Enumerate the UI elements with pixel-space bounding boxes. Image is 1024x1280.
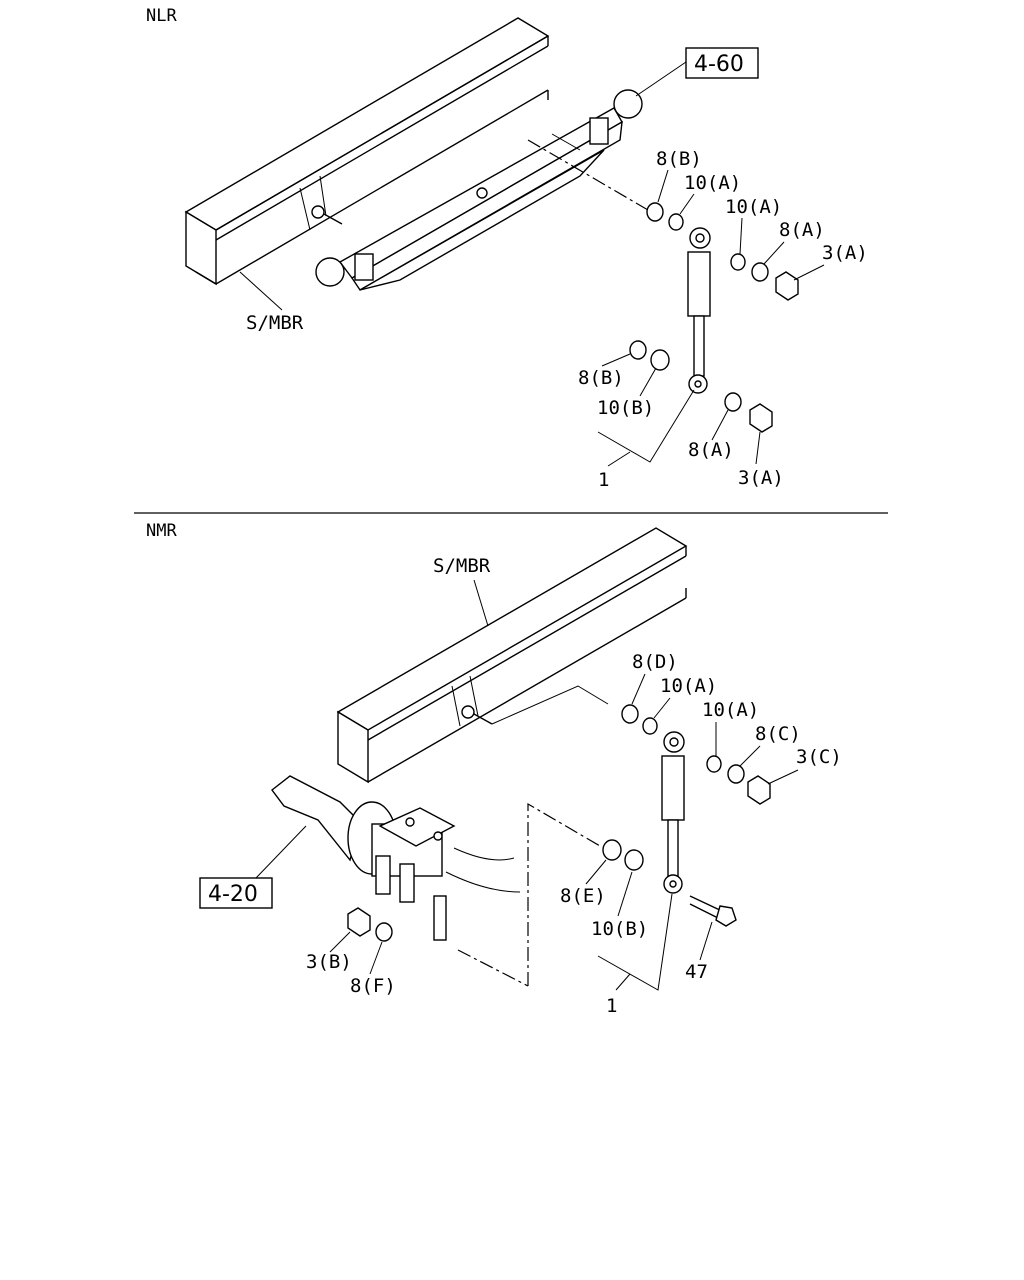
nmr-washer-8d xyxy=(621,704,639,724)
nlr-shock-absorber xyxy=(687,227,711,394)
nlr-washer-8b-upper xyxy=(646,202,664,222)
nmr-shock-absorber xyxy=(661,731,685,894)
nlr-frame-side-member xyxy=(184,17,550,286)
nmr-bushing-10a-inner xyxy=(642,717,658,735)
nlr-assembly-label: 1 xyxy=(598,469,609,491)
nmr-washer-8f xyxy=(375,922,393,942)
nmr-axle-housing xyxy=(271,775,521,941)
nlr-callout: 3(A) xyxy=(738,467,784,489)
nmr-callout: 8(F) xyxy=(350,975,396,997)
nlr-bushing-10a-outer xyxy=(730,253,746,271)
nmr-callout: 8(C) xyxy=(755,723,801,745)
nmr-frame-side-member xyxy=(336,527,688,784)
nmr-bolt-label: 47 xyxy=(685,961,708,983)
nmr-bolt-47 xyxy=(689,895,737,927)
nmr-ref-box xyxy=(199,877,273,909)
nlr-callout: 8(B) xyxy=(656,148,702,170)
nlr-bushing-10b xyxy=(650,349,670,371)
nmr-frame-label: S/MBR xyxy=(433,555,491,577)
nmr-nut-3b xyxy=(347,907,371,937)
nmr-nut-3c xyxy=(747,775,771,805)
nlr-callout: 10(A) xyxy=(684,172,741,194)
nmr-callout: 10(A) xyxy=(702,699,759,721)
nlr-washer-8a-upper xyxy=(751,262,769,282)
nmr-callout: 3(C) xyxy=(796,746,842,768)
nmr-ref-box-label: 4-20 xyxy=(208,882,258,907)
nmr-section: NMR S/MBR xyxy=(146,521,842,1017)
nmr-callout: 10(A) xyxy=(660,675,717,697)
nlr-ref-box xyxy=(685,47,759,79)
nmr-assembly-label: 1 xyxy=(606,995,617,1017)
nmr-callout: 3(B) xyxy=(306,951,352,973)
nlr-frame-label: S/MBR xyxy=(246,312,304,334)
nlr-callout: 8(B) xyxy=(578,367,624,389)
nlr-section-title: NLR xyxy=(146,6,177,26)
nmr-callout: 8(E) xyxy=(560,885,606,907)
nlr-leaf-spring xyxy=(315,89,643,291)
nlr-washer-8a-lower xyxy=(724,392,742,412)
nlr-nut-3a-upper xyxy=(775,271,799,301)
nlr-section: NLR S/MBR xyxy=(146,6,868,491)
nmr-bushing-10a-outer xyxy=(706,755,722,773)
nlr-callout: 8(A) xyxy=(688,439,734,461)
nmr-bushing-10b xyxy=(624,849,644,871)
nmr-callout: 8(D) xyxy=(632,651,678,673)
nlr-washer-8b-lower xyxy=(629,340,647,360)
nmr-washer-8c xyxy=(727,764,745,784)
nlr-callout: 10(A) xyxy=(725,196,782,218)
nmr-section-title: NMR xyxy=(146,521,177,541)
nmr-callout: 10(B) xyxy=(591,918,648,940)
nlr-ref-box-label: 4-60 xyxy=(694,52,744,77)
nmr-washer-8e xyxy=(602,839,622,861)
nlr-nut-3a-lower xyxy=(749,403,773,433)
nlr-callout: 10(B) xyxy=(597,397,654,419)
nlr-callout: 3(A) xyxy=(822,242,868,264)
nlr-bushing-10a-inner xyxy=(668,213,684,231)
nlr-callout: 8(A) xyxy=(779,219,825,241)
